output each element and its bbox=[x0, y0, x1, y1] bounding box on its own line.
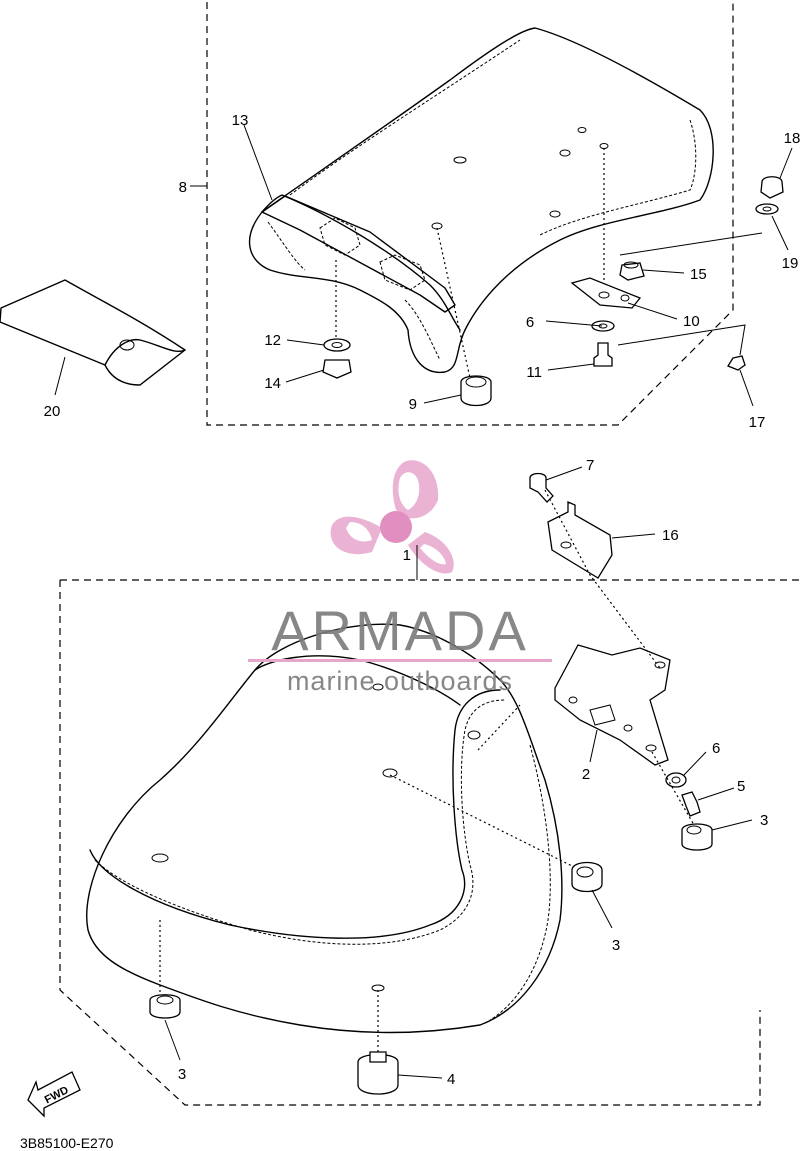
callout-1: 1 bbox=[403, 547, 411, 564]
seat-hole bbox=[577, 127, 587, 133]
part-2-hole bbox=[645, 744, 657, 752]
callout-16: 16 bbox=[662, 527, 679, 544]
part-10-hole bbox=[598, 291, 610, 299]
assembly-line bbox=[651, 751, 695, 826]
rear-seat-boundary bbox=[206, 2, 734, 426]
part-16-bracket bbox=[547, 501, 613, 579]
part-9-damper bbox=[460, 375, 492, 407]
callout-10: 10 bbox=[683, 313, 700, 330]
rear-seat-top-seam bbox=[289, 39, 697, 236]
assembly-line bbox=[544, 489, 661, 669]
callout-18: 18 bbox=[784, 130, 801, 147]
fwd-arrow-icon: FWD bbox=[27, 1071, 81, 1118]
callouts: 1 2 3 3 3 4 5 6 6 7 8 9 10 11 12 13 14 bbox=[44, 112, 801, 1088]
callout-3: 3 bbox=[612, 937, 620, 954]
part-4-stud bbox=[369, 1051, 387, 1063]
brand-divider bbox=[248, 659, 552, 662]
diagram-code: 3B85100-E270 bbox=[20, 1135, 114, 1151]
part-3-top bbox=[576, 866, 594, 878]
part-14-nut bbox=[322, 359, 352, 379]
part-3-top bbox=[156, 995, 174, 1005]
assembly-line bbox=[389, 774, 581, 871]
connection-line bbox=[619, 232, 763, 256]
part-6-washer-hole bbox=[671, 776, 681, 784]
part-11-bolt bbox=[593, 342, 613, 367]
part-3-top bbox=[686, 825, 702, 835]
brand-name: ARMADA bbox=[271, 599, 529, 662]
part-12-washer bbox=[323, 338, 351, 352]
brand-tagline: marine outboards bbox=[287, 666, 513, 696]
front-seat-assembly bbox=[59, 472, 802, 1106]
seat-hole bbox=[599, 143, 609, 149]
front-seat-body bbox=[86, 623, 563, 1034]
part-7-screw bbox=[529, 472, 554, 503]
rear-seat-assembly bbox=[206, 2, 784, 426]
callout-3: 3 bbox=[178, 1066, 186, 1083]
part-3-damper-left bbox=[149, 994, 181, 1019]
seat-hole bbox=[467, 730, 481, 740]
callout-17: 17 bbox=[749, 414, 766, 431]
propeller-logo-icon bbox=[330, 460, 454, 574]
seat-hole bbox=[372, 683, 384, 691]
callout-6: 6 bbox=[526, 314, 534, 331]
callout-6: 6 bbox=[712, 740, 720, 757]
callout-9: 9 bbox=[409, 396, 417, 413]
callout-8: 8 bbox=[179, 179, 187, 196]
callout-14: 14 bbox=[264, 375, 281, 392]
part-19-washer bbox=[755, 203, 779, 215]
part-2-slot bbox=[589, 704, 616, 726]
part-2-hole bbox=[623, 724, 633, 732]
callout-3: 3 bbox=[760, 812, 768, 829]
callout-12: 12 bbox=[264, 332, 281, 349]
connection-line bbox=[617, 324, 746, 356]
part-2-bracket bbox=[554, 644, 671, 766]
callout-13: 13 bbox=[232, 112, 249, 129]
assembly-line bbox=[477, 704, 521, 751]
part-3-damper-right bbox=[681, 823, 713, 851]
assembly-line bbox=[436, 227, 471, 379]
callout-20: 20 bbox=[44, 403, 61, 420]
callout-19: 19 bbox=[782, 255, 799, 272]
seat-hole bbox=[453, 156, 467, 164]
rear-seat-body bbox=[248, 27, 714, 374]
brand-watermark: ARMADA marine outboards bbox=[248, 460, 552, 696]
part-12-washer-hole bbox=[331, 342, 343, 348]
part-2-hole bbox=[654, 661, 666, 669]
part-20-hole bbox=[119, 339, 135, 351]
front-seat-seat-panel bbox=[89, 689, 501, 939]
part-5-bolt bbox=[681, 791, 701, 817]
seat-hole bbox=[151, 853, 169, 863]
part-20-cover bbox=[0, 279, 186, 386]
rear-seat-bracket-hidden bbox=[319, 217, 426, 291]
part-9-top bbox=[465, 376, 487, 388]
seat-hole bbox=[559, 149, 571, 157]
part-6-washer-lower bbox=[665, 772, 687, 788]
seat-hole bbox=[549, 210, 561, 218]
part-18-cap-nut bbox=[760, 176, 784, 199]
rear-seat-strip-13 bbox=[261, 195, 456, 313]
callout-15: 15 bbox=[690, 266, 707, 283]
part-17-bolt bbox=[727, 355, 746, 371]
part-19-hole bbox=[762, 206, 772, 212]
callout-4: 4 bbox=[447, 1071, 455, 1088]
callout-5: 5 bbox=[737, 778, 745, 795]
callout-11: 11 bbox=[526, 364, 542, 381]
rear-seat-under-seam bbox=[267, 221, 441, 361]
part-16-hole bbox=[560, 541, 572, 549]
callout-2: 2 bbox=[582, 766, 590, 783]
part-2-hole bbox=[568, 696, 578, 704]
part-10-hole bbox=[620, 294, 630, 302]
front-seat-seam bbox=[94, 699, 551, 1021]
front-seat-boundary bbox=[59, 579, 802, 1106]
rear-seat-front-face bbox=[261, 194, 461, 331]
callout-7: 7 bbox=[586, 457, 594, 474]
part-4-damper bbox=[357, 1053, 399, 1095]
seat-hole bbox=[382, 768, 398, 778]
part-15-top bbox=[623, 261, 639, 269]
part-6-washer-upper bbox=[591, 320, 615, 332]
